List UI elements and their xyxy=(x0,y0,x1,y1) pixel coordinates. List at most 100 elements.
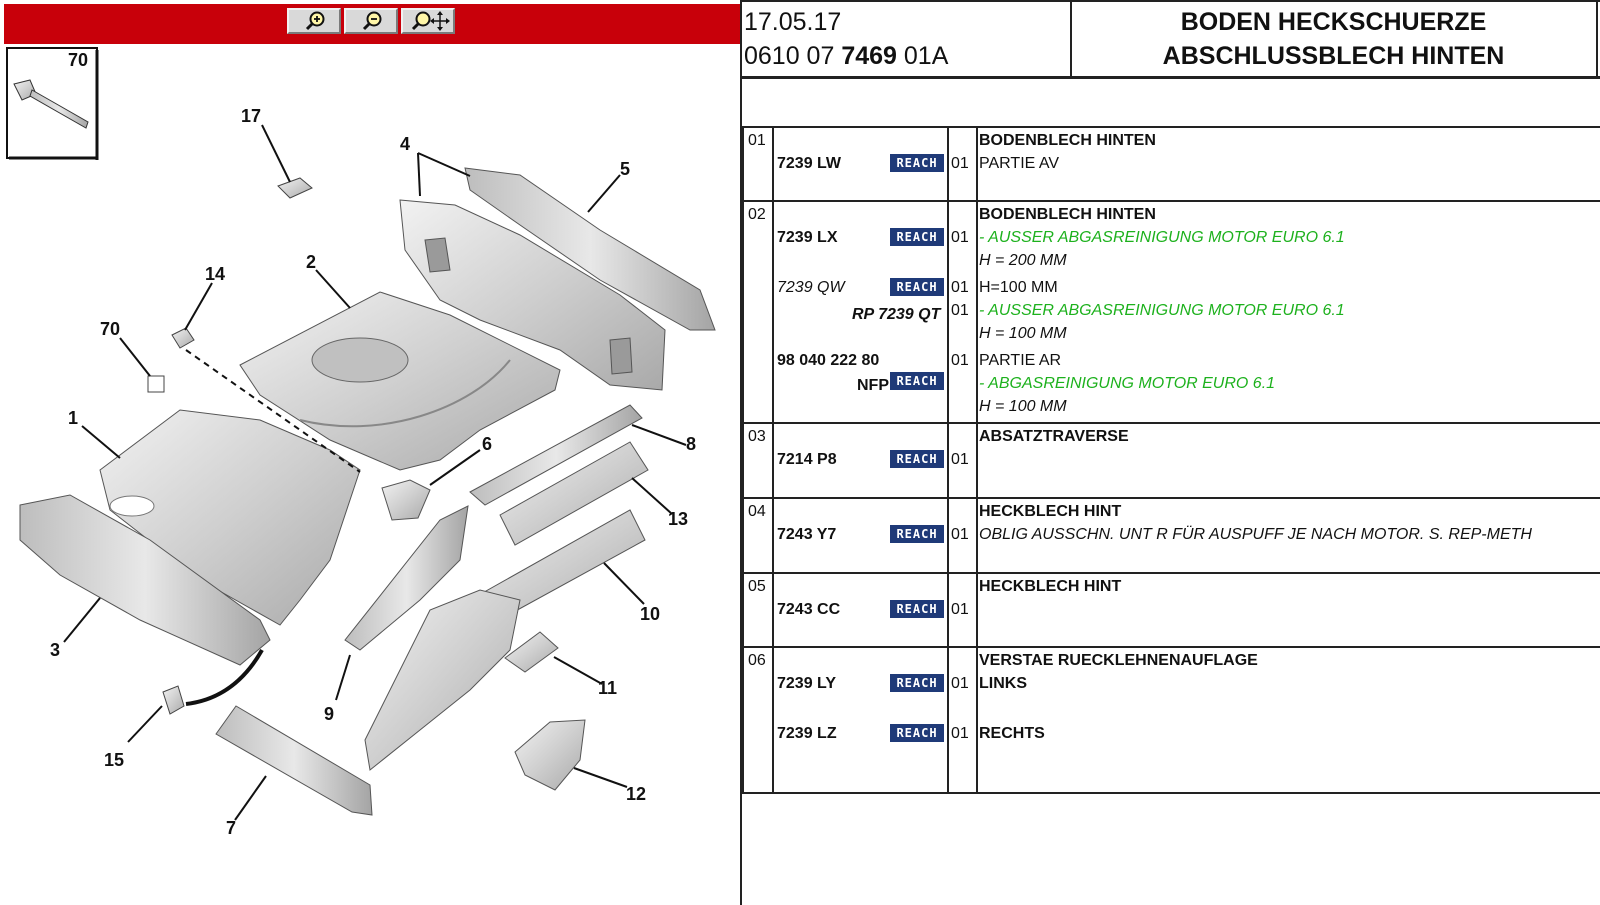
part-reference[interactable]: 7239 QW xyxy=(777,279,845,296)
part-reference[interactable]: 7239 LW xyxy=(777,155,842,172)
callout-8: 8 xyxy=(686,434,696,454)
section-title-line1: BODEN HECKSCHUERZE xyxy=(1180,8,1487,36)
exploded-parts-diagram[interactable]: 70 xyxy=(0,46,740,905)
callout-2: 2 xyxy=(306,252,316,272)
row-index: 04 xyxy=(748,503,766,520)
callout-17: 17 xyxy=(241,106,261,126)
row-index: 02 xyxy=(748,206,766,223)
callout-3: 3 xyxy=(50,640,60,660)
diagram-pane: 70 xyxy=(0,0,740,905)
zoom-out-icon xyxy=(362,11,382,31)
part-quantity: 01 xyxy=(951,451,969,468)
reach-badge[interactable]: REACH xyxy=(890,525,944,543)
part-quantity: 01 xyxy=(951,229,969,246)
part-14-clip xyxy=(171,327,195,349)
part-11-bracket xyxy=(504,631,559,673)
callout-13: 13 xyxy=(668,509,688,529)
part-3-crossmember xyxy=(19,494,271,666)
callout-1: 1 xyxy=(68,408,78,428)
row-index: 01 xyxy=(748,132,766,149)
part-12-bracket xyxy=(514,719,586,791)
part-4-panel xyxy=(399,199,666,391)
reach-badge[interactable]: REACH xyxy=(890,278,944,296)
callout-70: 70 xyxy=(100,319,120,339)
callout-7: 7 xyxy=(226,818,236,838)
part-dimension: H=100 MM xyxy=(979,279,1058,296)
part-70-square xyxy=(147,375,165,393)
callout-11: 11 xyxy=(598,678,617,698)
part-reference[interactable]: RP 7239 QT xyxy=(852,306,941,323)
part-reference[interactable]: 7243 Y7 xyxy=(777,526,837,543)
part-13-rail xyxy=(499,441,649,546)
zoom-out-button[interactable] xyxy=(344,8,398,34)
reach-badge[interactable]: REACH xyxy=(890,372,944,390)
callout-12: 12 xyxy=(626,784,646,804)
part-description: HECKBLECH HINT xyxy=(979,578,1122,595)
part-quantity: 01 xyxy=(951,675,969,692)
part-5-panel xyxy=(464,167,716,331)
part-description: ABSATZTRAVERSE xyxy=(979,428,1129,445)
zoom-pan-button[interactable] xyxy=(401,8,455,34)
callout-14: 14 xyxy=(205,264,225,284)
part-1-floor xyxy=(99,409,361,626)
callout-9: 9 xyxy=(324,704,334,724)
part-note: OBLIG AUSSCHN. UNT R FÜR AUSPUFF JE NACH… xyxy=(979,526,1532,543)
part-wheelarch xyxy=(364,589,521,771)
part-2-floor xyxy=(239,291,561,471)
catalog-code: 0610 07 7469 01A xyxy=(744,42,949,70)
part-quantity: 01 xyxy=(951,155,969,172)
part-quantity: 01 xyxy=(951,352,969,369)
part-reference[interactable]: 7243 CC xyxy=(777,601,841,618)
part-quantity: 01 xyxy=(951,279,969,296)
part-reference[interactable]: 7214 P8 xyxy=(777,451,837,468)
pane-divider xyxy=(740,0,742,905)
part-quantity: 01 xyxy=(951,526,969,543)
reach-badge[interactable]: REACH xyxy=(890,674,944,692)
reach-badge[interactable]: REACH xyxy=(890,724,944,742)
part-quantity: 01 xyxy=(951,601,969,618)
reach-badge[interactable]: REACH xyxy=(890,450,944,468)
reach-badge[interactable]: REACH xyxy=(890,600,944,618)
callout-5: 5 xyxy=(620,159,630,179)
part-condition-note: - ABGASREINIGUNG MOTOR EURO 6.1 xyxy=(979,375,1276,392)
catalog-date: 17.05.17 xyxy=(744,8,842,36)
part-description: HECKBLECH HINT xyxy=(979,503,1122,520)
callout-4: 4 xyxy=(400,134,410,154)
parts-list-pane: 17.05.17 0610 07 7469 01A BODEN HECKSCHU… xyxy=(742,0,1600,905)
part-dimension: H = 200 MM xyxy=(979,252,1067,269)
leader-lines xyxy=(63,124,687,821)
part-15-clip xyxy=(162,649,264,715)
row-index: 05 xyxy=(748,578,766,595)
part-dimension: H = 100 MM xyxy=(979,398,1067,415)
part-quantity: 01 xyxy=(951,725,969,742)
part-9-panel xyxy=(344,505,469,651)
part-variant: PARTIE AV xyxy=(979,155,1060,172)
inset-part-70: 70 xyxy=(6,47,99,160)
zoom-in-icon xyxy=(305,11,325,31)
part-reference[interactable]: 98 040 222 80 xyxy=(777,352,880,369)
zoom-toolbar xyxy=(4,4,740,44)
part-reference[interactable]: 7239 LX xyxy=(777,229,838,246)
part-description: BODENBLECH HINTEN xyxy=(979,132,1156,149)
part-condition-note: - AUSSER ABGASREINIGUNG MOTOR EURO 6.1 xyxy=(979,302,1345,319)
part-8-rail xyxy=(469,404,643,506)
part-reference[interactable]: 7239 LY xyxy=(777,675,837,692)
reach-badge[interactable]: REACH xyxy=(890,228,944,246)
section-title-line2: ABSCHLUSSBLECH HINTEN xyxy=(1162,42,1505,70)
reach-badge[interactable]: REACH xyxy=(890,154,944,172)
part-6-bracket xyxy=(381,479,431,521)
part-reference-suffix: NFP xyxy=(857,377,889,394)
part-17-clip xyxy=(277,177,313,199)
part-description: VERSTAE RUECKLEHNENAUFLAGE xyxy=(979,652,1258,669)
part-variant: RECHTS xyxy=(979,725,1045,742)
zoom-pan-icon xyxy=(411,11,450,31)
part-variant: PARTIE AR xyxy=(979,352,1062,369)
part-7-crossmember xyxy=(215,705,373,816)
row-index: 06 xyxy=(748,652,766,669)
part-condition-note: - AUSSER ABGASREINIGUNG MOTOR EURO 6.1 xyxy=(979,229,1345,246)
callout-10: 10 xyxy=(640,604,660,624)
part-reference[interactable]: 7239 LZ xyxy=(777,725,837,742)
part-description: BODENBLECH HINTEN xyxy=(979,206,1156,223)
part-variant: LINKS xyxy=(979,675,1027,692)
zoom-in-button[interactable] xyxy=(287,8,341,34)
